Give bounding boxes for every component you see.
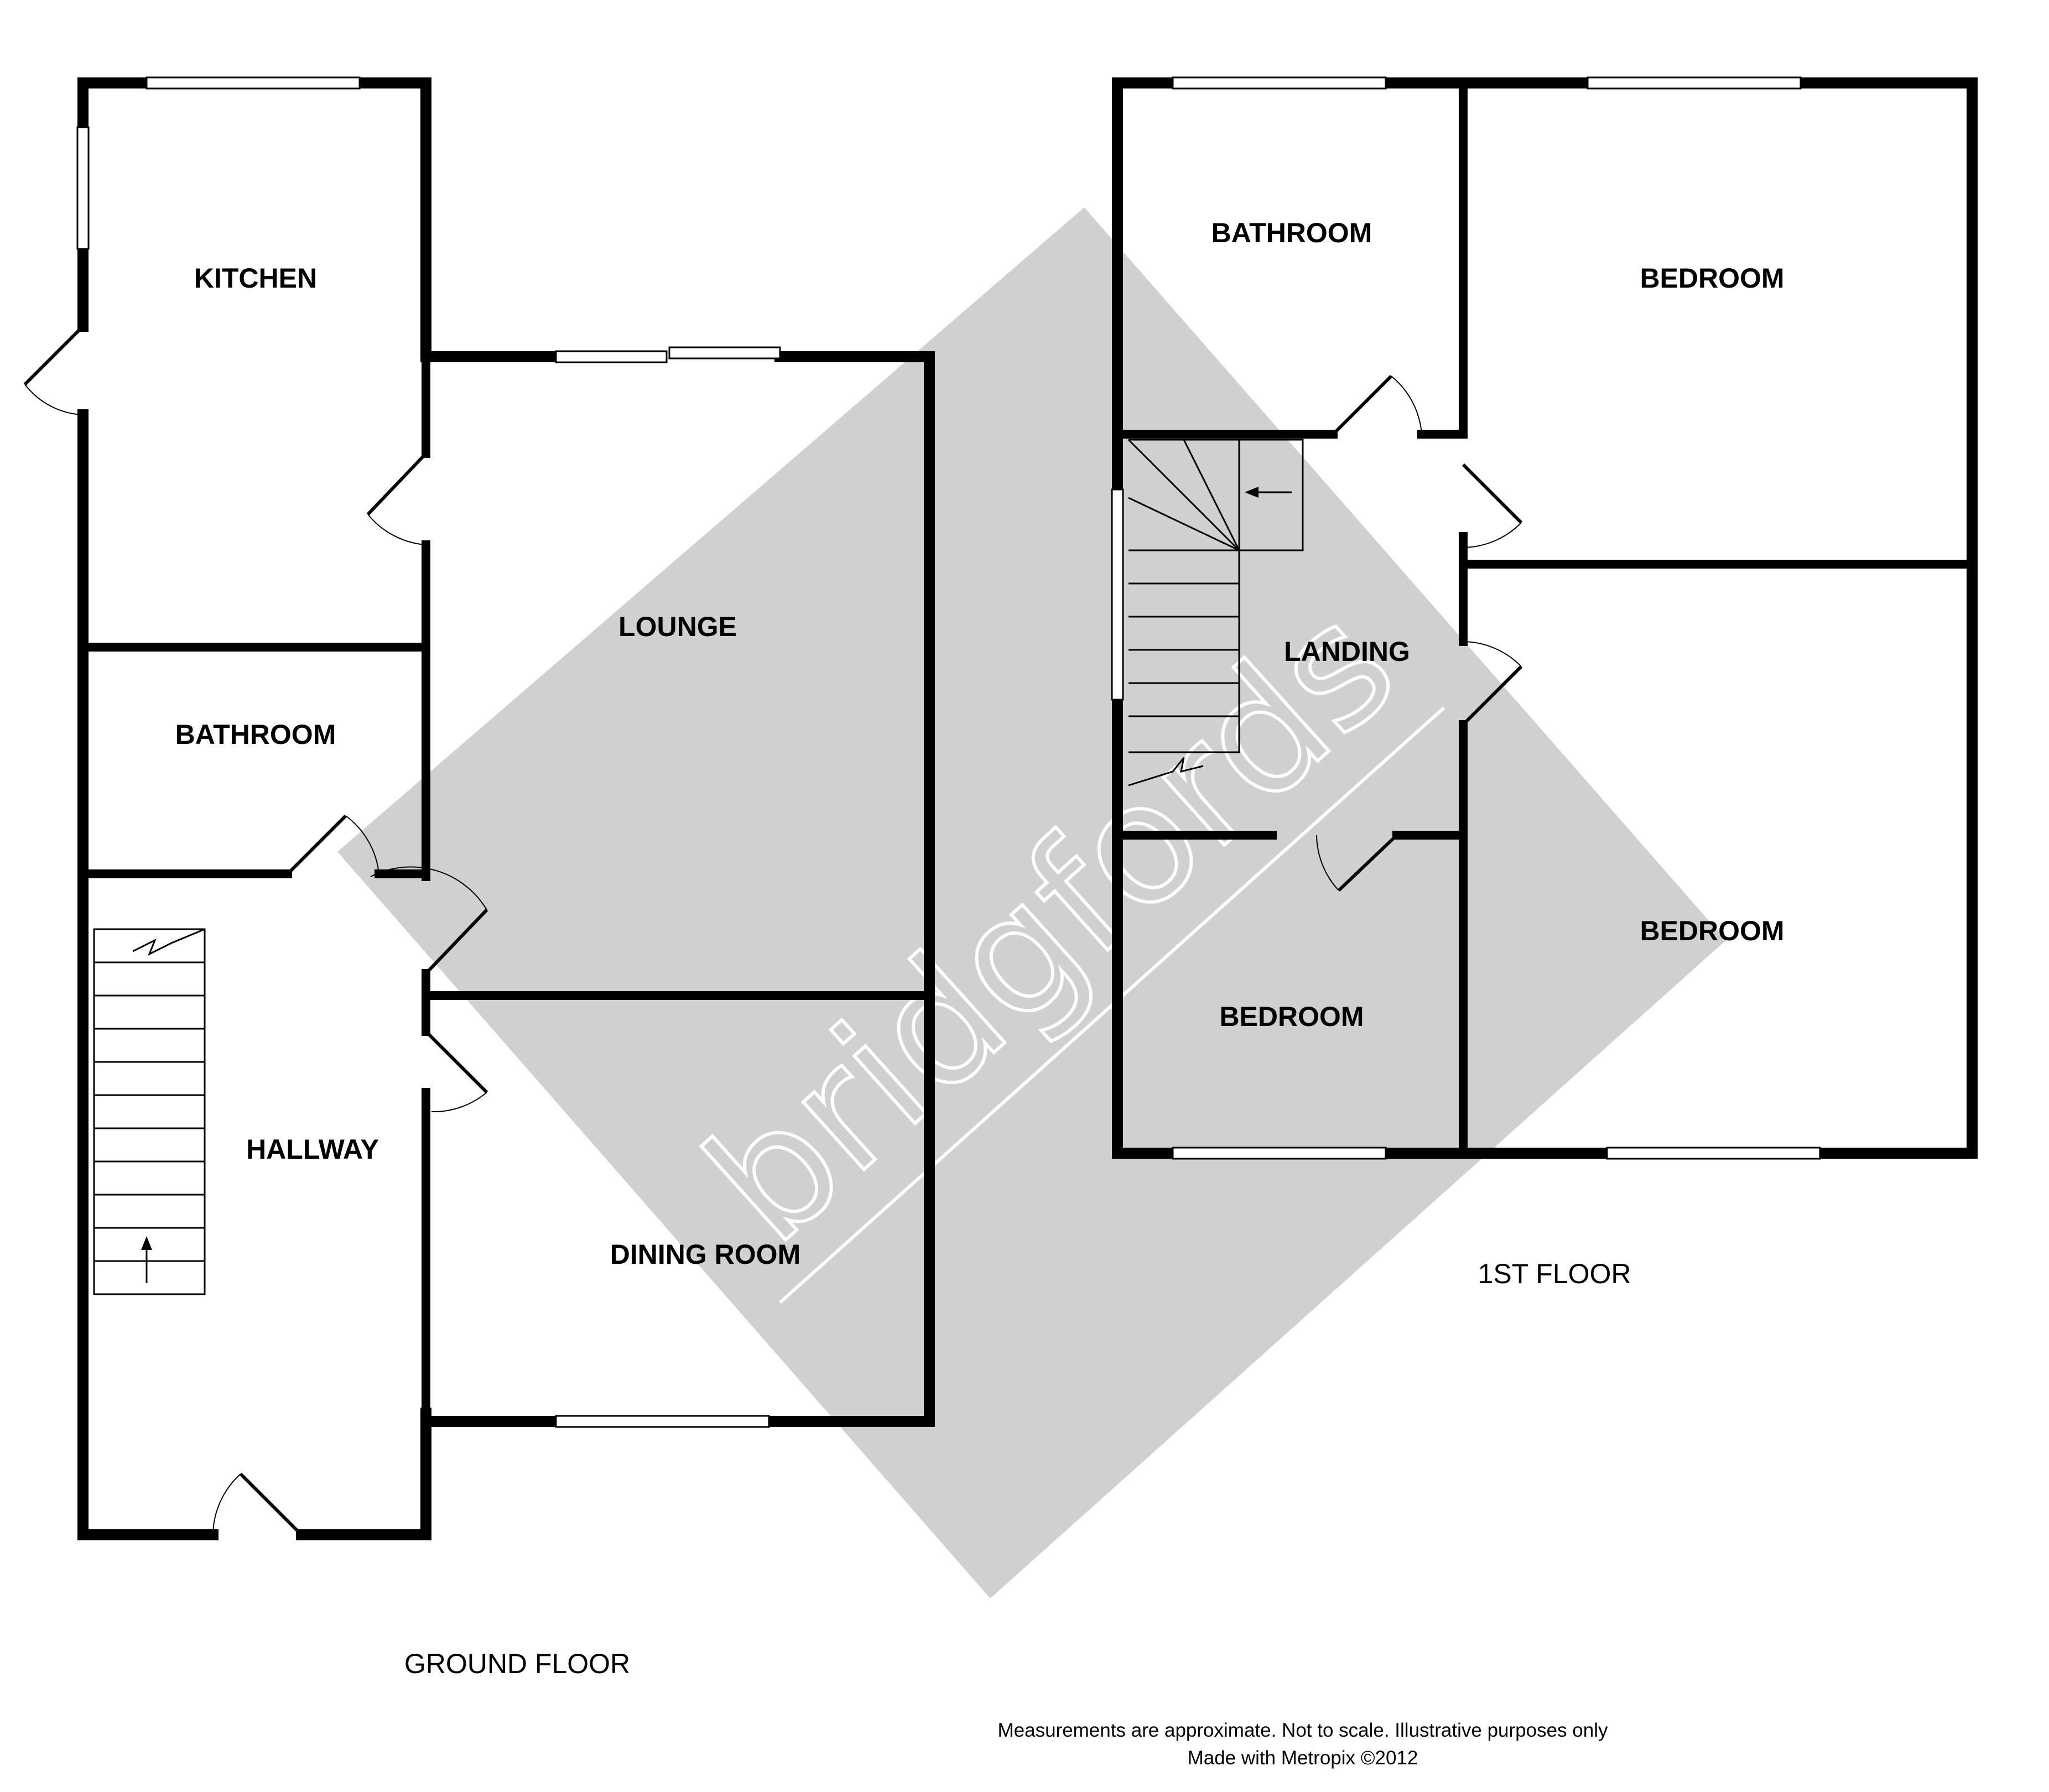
ff-bedroom3-south-window <box>1606 1147 1821 1160</box>
gf-hall-dining-door <box>424 1030 488 1113</box>
ff-bedroom1-label: BEDROOM <box>1640 263 1784 294</box>
gf-staircase <box>93 928 206 1295</box>
gf-lounge-label: LOUNGE <box>618 611 737 642</box>
gf-kitchen-lounge-door <box>366 452 428 545</box>
gf-kitchen-side-door <box>23 325 85 415</box>
ff-bathroom-window <box>1172 76 1387 90</box>
gf-stair-arrow <box>141 1236 152 1250</box>
gf-front-door <box>212 1472 303 1536</box>
gf-dining-south-window <box>555 1415 770 1428</box>
ff-bedroom1-door <box>1462 463 1523 548</box>
gf-dining-room-label: DINING ROOM <box>610 1239 800 1270</box>
footer-credit: Made with Metropix ©2012 <box>1188 1747 1418 1769</box>
ff-bedroom-north-window <box>1587 76 1802 90</box>
gf-hallway-label: HALLWAY <box>246 1134 379 1165</box>
ff-bedroom3-door <box>1462 641 1523 726</box>
watermark: bridgfords <box>337 207 1726 1598</box>
ff-bedroom2-label: BEDROOM <box>1219 1001 1364 1032</box>
ff-bathroom-label: BATHROOM <box>1211 217 1372 248</box>
gf-lounge-patio-window-2 <box>668 346 781 360</box>
ff-bedroom3-label: BEDROOM <box>1640 915 1784 946</box>
ground-floor-label: GROUND FLOOR <box>404 1648 630 1679</box>
gf-kitchen-north-window <box>145 76 361 90</box>
gf-bathroom-label: BATHROOM <box>175 719 336 750</box>
ff-bedroom2-south-window <box>1172 1147 1387 1160</box>
ff-bedroom2-door <box>1316 834 1398 892</box>
ff-staircase <box>1127 439 1304 786</box>
gf-bathroom-door <box>286 814 379 876</box>
first-floor: BATHROOM BEDROOM LANDING BEDROOM BEDROOM… <box>1111 76 1978 1289</box>
gf-kitchen-label: KITCHEN <box>194 263 317 294</box>
first-floor-label: 1ST FLOOR <box>1478 1258 1631 1289</box>
footer-disclaimer: Measurements are approximate. Not to sca… <box>997 1720 1608 1741</box>
gf-hall-lounge-door <box>370 866 488 975</box>
gf-lounge-north-wall-2 <box>420 351 935 1427</box>
gf-kitchen-west-window <box>76 126 90 250</box>
ff-stair-arrow <box>1245 487 1258 498</box>
watermark-diamond <box>337 207 1726 1598</box>
gf-west-wall-upper <box>77 77 431 362</box>
gf-hall-south-wall-right <box>296 1408 431 1540</box>
gf-lounge-patio-window-1 <box>555 350 668 363</box>
ff-landing-label: LANDING <box>1284 636 1410 667</box>
ff-landing-window <box>1111 488 1124 701</box>
ff-bathroom-door <box>1332 374 1422 436</box>
ground-floor: KITCHEN BATHROOM HALLWAY LOUNGE DINING R… <box>23 76 935 1679</box>
